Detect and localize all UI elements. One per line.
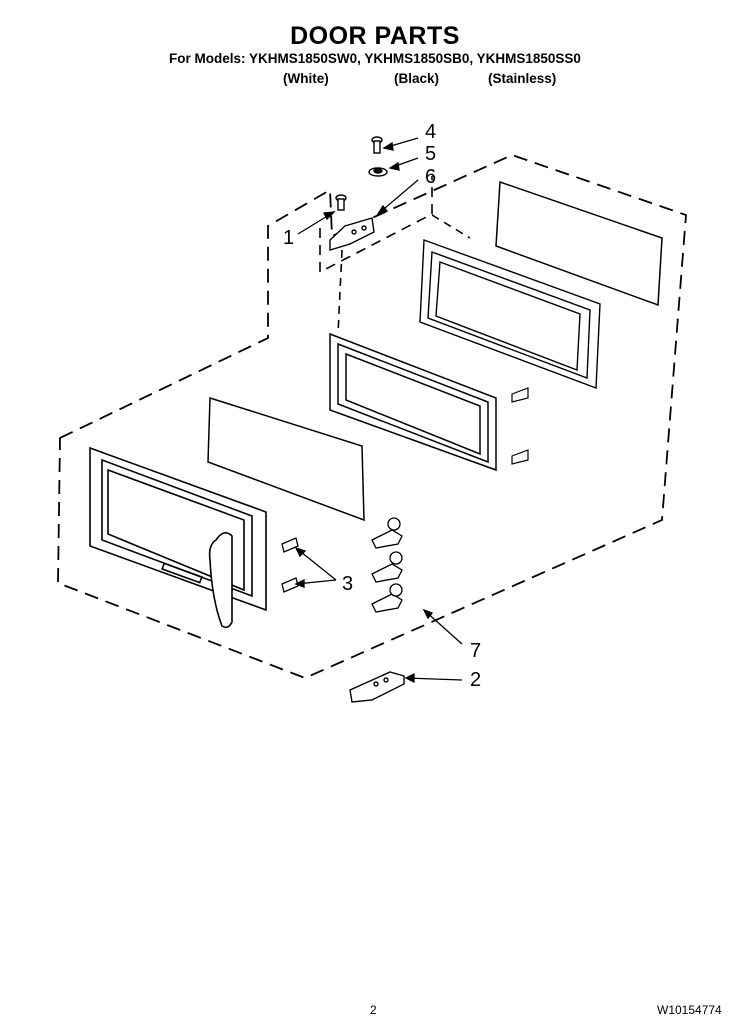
door-handle: [208, 532, 233, 629]
callout-7: 7: [470, 640, 481, 662]
leader-lines: [294, 137, 463, 684]
callout-6: 6: [425, 166, 436, 188]
outer-door: [89, 446, 267, 612]
callout-3: 3: [342, 573, 353, 595]
models-line: For Models: YKHMS1850SW0, YKHMS1850SB0, …: [169, 51, 581, 66]
variant-white: (White): [283, 71, 329, 86]
callout-5: 5: [425, 143, 436, 165]
inner-door-frame: [329, 332, 497, 472]
page-title: DOOR PARTS: [290, 22, 460, 50]
screw-part-1: [335, 194, 347, 211]
connector-line: [337, 249, 343, 335]
washer-part-5: [368, 167, 388, 177]
connector-line: [431, 214, 471, 239]
page-number: 2: [370, 1003, 377, 1017]
rear-window-panel: [495, 180, 663, 307]
callout-1: 1: [283, 227, 294, 249]
door-screws-part-3: [281, 537, 299, 593]
callout-2: 2: [470, 669, 481, 691]
latch-hooks: [371, 517, 403, 613]
document-number: W10154774: [657, 1003, 722, 1017]
hinge-box-outline: [319, 176, 433, 274]
callout-4: 4: [425, 121, 436, 143]
latch-small: [511, 387, 529, 465]
front-window-panel: [207, 396, 365, 522]
variant-black: (Black): [394, 71, 440, 86]
screw-part-4: [371, 136, 383, 154]
hinge-bracket-part-6: [329, 217, 375, 251]
door-seal-frame: [419, 239, 601, 389]
hinge-bracket-part-2: [349, 671, 405, 703]
variant-stainless: (Stainless): [488, 71, 557, 86]
